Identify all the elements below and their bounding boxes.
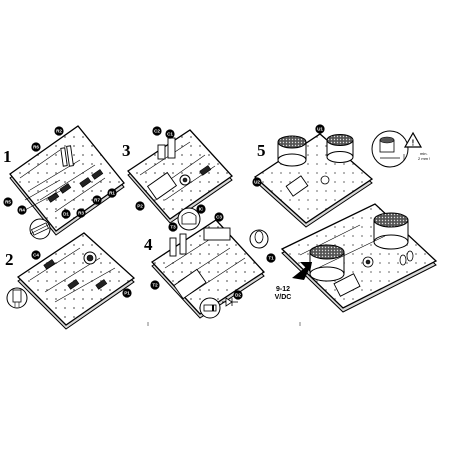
svg-text:T1: T1 — [268, 256, 274, 261]
callout-p1: P1 — [122, 288, 132, 298]
svg-text:R4: R4 — [19, 208, 25, 213]
step-4-diode-symbol — [222, 297, 238, 307]
callout-u2: U2 — [252, 177, 262, 187]
warning-min-label: min. — [420, 151, 428, 156]
svg-text:C1: C1 — [167, 132, 173, 137]
step-5-panel: 5 U1 U2 — [252, 124, 430, 228]
callout-r6: R6 — [31, 142, 41, 152]
svg-text:P1: P1 — [124, 291, 130, 296]
callout-d1: D1 — [61, 209, 71, 219]
step-4-number: 4 — [144, 235, 153, 254]
step-4-led-detail — [249, 229, 269, 249]
step-5-ultrasonic-transducer-1 — [277, 135, 307, 167]
svg-text:U1: U1 — [317, 127, 323, 132]
final-ultrasonic-transducer-1 — [309, 244, 345, 282]
callout-ic: IC — [196, 204, 206, 214]
svg-text:R2: R2 — [56, 129, 62, 134]
svg-text:C4: C4 — [33, 253, 39, 258]
step-3-panel: 3 C2 C1 P2 — [122, 126, 233, 224]
callout-p2: P2 — [135, 201, 145, 211]
callout-c1: C1 — [165, 129, 175, 139]
svg-text:IC: IC — [199, 207, 204, 212]
callout-u1: U1 — [315, 124, 325, 134]
callout-r7: R7 — [92, 195, 102, 205]
step-4-transistor-detail — [177, 207, 201, 231]
warning-size-label: 2 mm ! — [418, 156, 430, 161]
svg-text:U2: U2 — [254, 180, 260, 185]
svg-text:R1: R1 — [109, 191, 115, 196]
step-3-number: 3 — [122, 141, 131, 160]
svg-text:R7: R7 — [94, 198, 100, 203]
step-1-panel: 1 R2 R6 R5 R4 — [3, 125, 125, 240]
power-input-arrow-icon — [292, 262, 312, 280]
svg-text:R6: R6 — [33, 145, 39, 150]
step-1-number: 1 — [3, 147, 12, 166]
final-ultrasonic-transducer-2 — [373, 212, 409, 250]
callout-d2: D2 — [233, 290, 243, 300]
step-2-capacitor-detail — [6, 287, 28, 309]
callout-c4: C4 — [31, 250, 41, 260]
warning-triangle-icon: ! — [403, 131, 423, 148]
svg-text:T3: T3 — [170, 225, 176, 230]
svg-text:R3: R3 — [78, 211, 84, 216]
svg-text:!: ! — [412, 139, 415, 148]
svg-text:D2: D2 — [235, 293, 241, 298]
callout-r5: R5 — [3, 197, 13, 207]
svg-text:D1: D1 — [63, 212, 69, 217]
step-2-number: 2 — [5, 250, 14, 269]
step-1-resistor-detail — [29, 218, 51, 240]
callout-c2: C2 — [152, 126, 162, 136]
callout-c3: C3 — [214, 212, 224, 222]
power-voltage-line1: 9-12 — [276, 286, 290, 293]
step-4-panel: 4 T3 IC — [144, 204, 276, 319]
svg-text:P2: P2 — [137, 204, 143, 209]
final-assembly-panel: 9-12 V/DC — [275, 203, 438, 313]
callout-t2: T2 — [150, 280, 160, 290]
step-5-number: 5 — [257, 141, 266, 160]
callout-r3: R3 — [76, 208, 86, 218]
transducer-mounting-warning: ! min. 2 mm ! — [371, 130, 430, 168]
callout-r4: R4 — [17, 205, 27, 215]
callout-t1: T1 — [266, 253, 276, 263]
callout-r2: R2 — [54, 126, 64, 136]
svg-text:C2: C2 — [154, 129, 160, 134]
callout-r1: R1 — [107, 188, 117, 198]
svg-text:C3: C3 — [216, 215, 222, 220]
step-5-ultrasonic-transducer-2 — [326, 134, 354, 163]
step-2-panel: 2 C4 P1 — [5, 232, 136, 330]
power-voltage-line2: V/DC — [275, 294, 292, 301]
svg-text:R5: R5 — [5, 200, 11, 205]
step-4-diode-detail — [199, 297, 221, 319]
svg-text:T2: T2 — [152, 283, 158, 288]
callout-t3: T3 — [168, 222, 178, 232]
